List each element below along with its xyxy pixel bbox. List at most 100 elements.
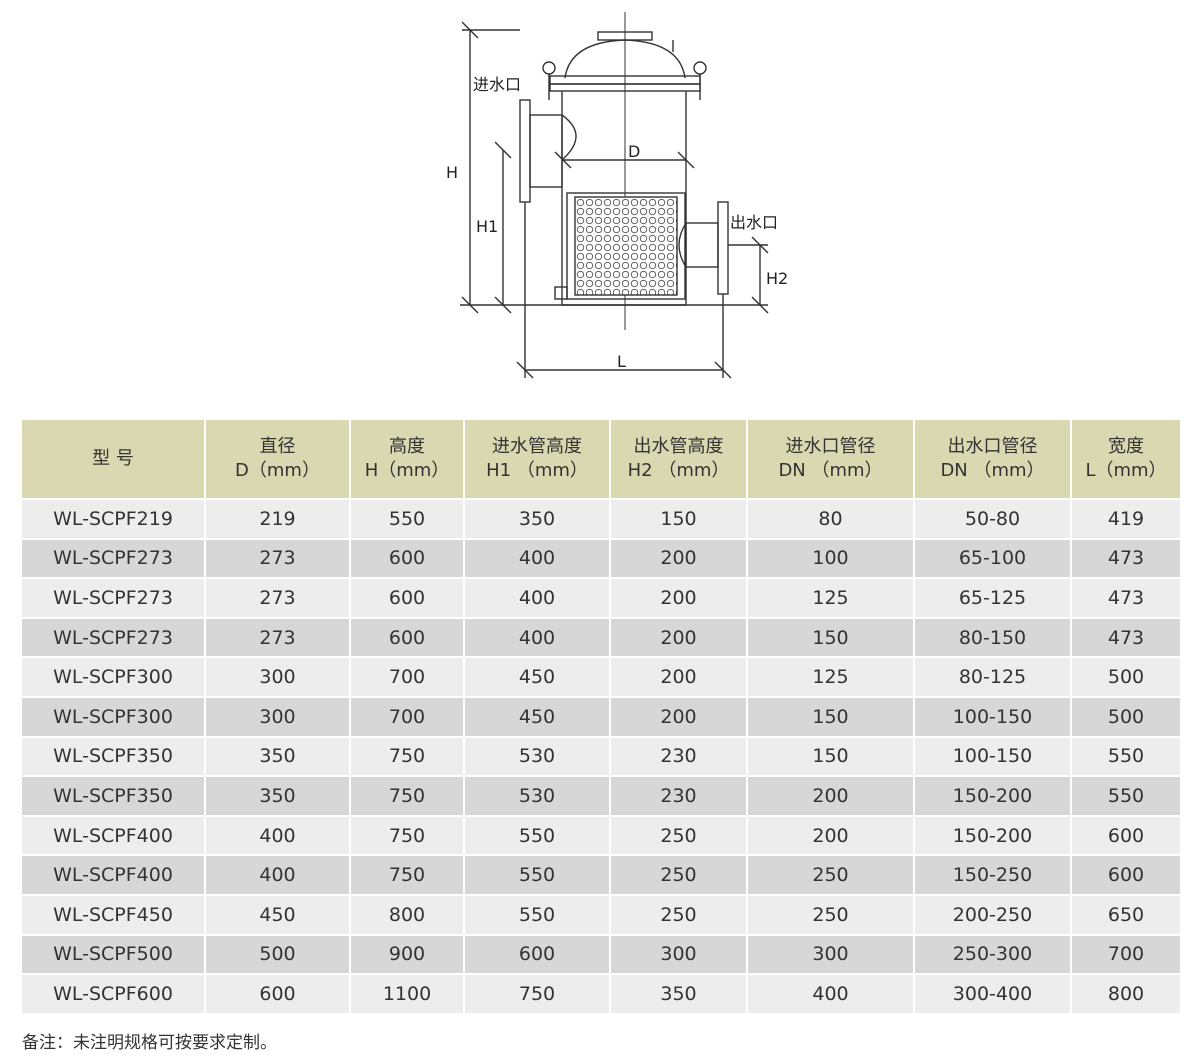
value-cell: 230 — [611, 775, 748, 815]
value-cell: 65-100 — [915, 537, 1072, 578]
value-cell: 750 — [351, 854, 465, 894]
value-cell: 150-200 — [915, 775, 1072, 815]
filter-dimension-diagram: 进水口 出水口 H H1 H2 D L — [420, 10, 820, 385]
column-header-line1: 出水口管径 — [947, 436, 1038, 457]
value-cell: 65-125 — [915, 577, 1072, 617]
value-cell: 400 — [465, 577, 611, 617]
footnote: 备注：未注明规格可按要求定制。 — [22, 1033, 277, 1053]
value-cell: 150-200 — [915, 814, 1072, 855]
value-cell: 200 — [611, 695, 748, 736]
value-cell: 300 — [206, 656, 351, 696]
value-cell: 500 — [206, 933, 351, 974]
value-cell: 150-250 — [915, 854, 1072, 894]
value-cell: 550 — [1072, 775, 1180, 815]
model-cell: WL-SCPF500 — [22, 933, 206, 974]
value-cell: 530 — [465, 775, 611, 815]
value-cell: 600 — [206, 973, 351, 1013]
column-header-line2: H（mm） — [364, 460, 450, 481]
value-cell: 550 — [465, 854, 611, 894]
value-cell: 600 — [351, 577, 465, 617]
value-cell: 200 — [611, 656, 748, 696]
filter-drawing: 进水口 出水口 H H1 H2 D L — [446, 12, 788, 379]
value-cell: 400 — [206, 854, 351, 894]
value-cell: 600 — [1072, 854, 1180, 894]
column-header-line1: 型 号 — [92, 448, 134, 469]
dim-label-l: L — [617, 352, 626, 371]
value-cell: 700 — [1072, 933, 1180, 974]
model-cell: WL-SCPF219 — [22, 498, 206, 538]
column-header-line1: 进水口管径 — [785, 436, 876, 457]
value-cell: 273 — [206, 616, 351, 657]
value-cell: 300 — [611, 933, 748, 974]
model-cell: WL-SCPF400 — [22, 854, 206, 894]
value-cell: 300 — [748, 933, 915, 974]
column-header-line2: D（mm） — [235, 460, 320, 481]
value-cell: 150 — [748, 735, 915, 776]
model-cell: WL-SCPF400 — [22, 814, 206, 855]
dim-label-h1: H1 — [476, 217, 498, 236]
value-cell: 250-300 — [915, 933, 1072, 974]
value-cell: 125 — [748, 656, 915, 696]
value-cell: 450 — [465, 695, 611, 736]
inlet-label: 进水口 — [473, 75, 521, 94]
value-cell: 80-150 — [915, 616, 1072, 657]
value-cell: 750 — [351, 814, 465, 855]
value-cell: 600 — [351, 616, 465, 657]
value-cell: 250 — [748, 893, 915, 934]
column-header-line1: 宽度 — [1108, 436, 1144, 457]
column-header-line2: H2 （mm） — [627, 460, 730, 481]
value-cell: 600 — [465, 933, 611, 974]
value-cell: 250 — [611, 893, 748, 934]
value-cell: 200 — [748, 814, 915, 855]
value-cell: 350 — [206, 735, 351, 776]
value-cell: 200 — [611, 577, 748, 617]
model-cell: WL-SCPF350 — [22, 735, 206, 776]
value-cell: 250 — [748, 854, 915, 894]
value-cell: 700 — [351, 695, 465, 736]
value-cell: 219 — [206, 498, 351, 538]
outlet-label: 出水口 — [730, 213, 778, 232]
dim-label-h2: H2 — [766, 269, 788, 288]
value-cell: 750 — [465, 973, 611, 1013]
value-cell: 80-125 — [915, 656, 1072, 696]
model-cell: WL-SCPF450 — [22, 893, 206, 934]
value-cell: 150 — [748, 695, 915, 736]
value-cell: 230 — [611, 735, 748, 776]
value-cell: 50-80 — [915, 498, 1072, 538]
model-cell: WL-SCPF300 — [22, 695, 206, 736]
value-cell: 400 — [465, 616, 611, 657]
value-cell: 80 — [748, 498, 915, 538]
model-cell: WL-SCPF273 — [22, 616, 206, 657]
value-cell: 750 — [351, 775, 465, 815]
value-cell: 600 — [1072, 814, 1180, 855]
value-cell: 100 — [748, 537, 915, 578]
dim-label-d: D — [628, 142, 640, 161]
value-cell: 273 — [206, 577, 351, 617]
value-cell: 273 — [206, 537, 351, 578]
value-cell: 800 — [1072, 973, 1180, 1013]
column-header-line1: 进水管高度 — [492, 436, 582, 457]
value-cell: 550 — [465, 893, 611, 934]
value-cell: 150 — [748, 616, 915, 657]
model-cell: WL-SCPF600 — [22, 973, 206, 1013]
value-cell: 419 — [1072, 498, 1180, 538]
value-cell: 100-150 — [915, 735, 1072, 776]
value-cell: 200 — [748, 775, 915, 815]
